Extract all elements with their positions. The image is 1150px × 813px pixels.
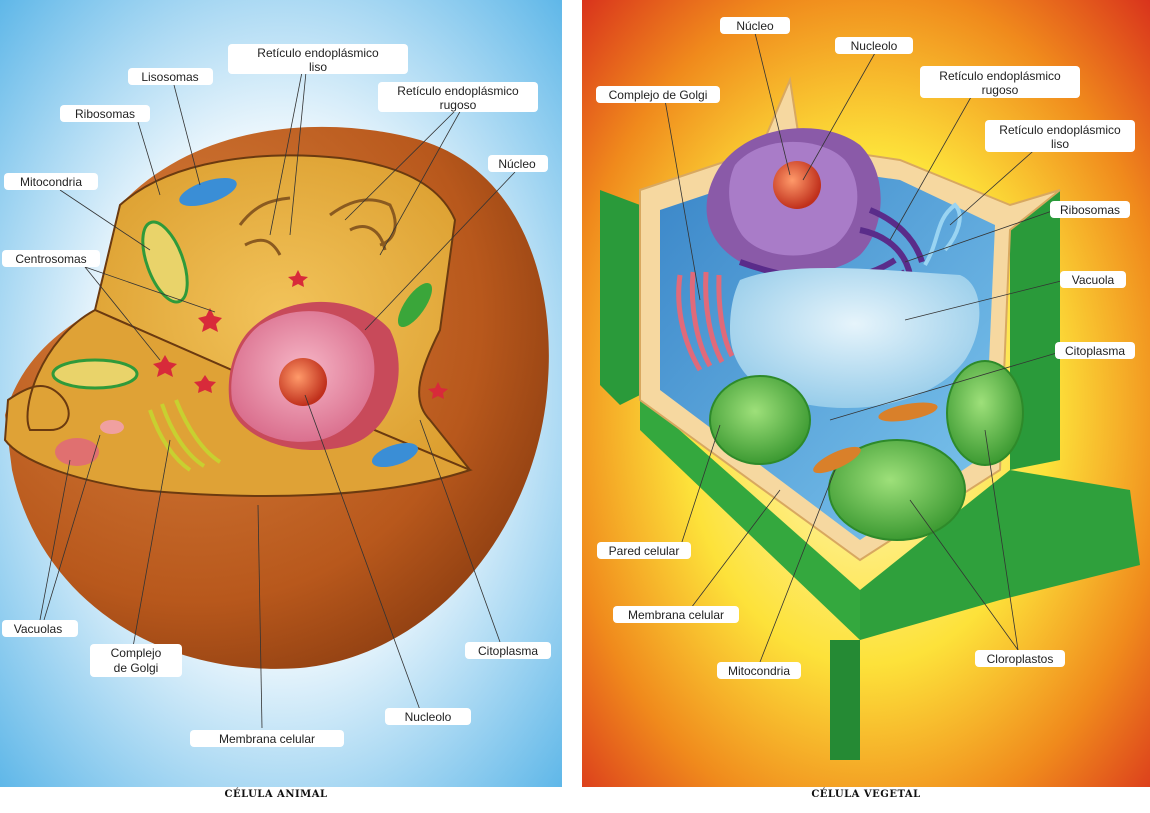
label-animal-cytoplasm: Citoplasma: [478, 644, 538, 658]
golgi-apparatus: [148, 399, 222, 472]
label-plant-smooth-er-line2: liso: [1051, 137, 1069, 151]
label-animal-ribosomes: Ribosomas: [75, 107, 135, 121]
label-animal-vacuoles: Vacuolas: [14, 622, 62, 636]
chloroplast-2: [828, 439, 966, 541]
smooth-er: [238, 196, 291, 256]
cell-wall-bottom-right: [860, 470, 1140, 640]
plant-panel-caption: CÉLULA VEGETAL: [811, 788, 920, 800]
label-plant-cell-membrane: Membrana celular: [628, 608, 724, 622]
label-plant-ribosomes: Ribosomas: [1060, 203, 1120, 217]
label-animal-smooth-er-line1: Retículo endoplásmico: [257, 46, 379, 60]
chloroplast-1: [709, 375, 811, 465]
lysosome-1: [179, 178, 237, 206]
label-animal-rough-er-line2: rugoso: [440, 98, 477, 112]
nucleolus: [773, 161, 821, 209]
rough-er: [329, 198, 397, 251]
lysosome-2: [371, 442, 419, 468]
plant-label-backgrounds: [596, 17, 1135, 679]
mitochondrion-1: [878, 402, 938, 422]
plant-cell-illustration: [600, 76, 1140, 760]
mitochondrion-2: [51, 358, 139, 390]
label-animal-nucleus: Núcleo: [498, 157, 536, 171]
plant-leader-lines: [664, 32, 1066, 663]
animal-panel: Retículo endoplásmico liso Lisosomas Ret…: [0, 0, 562, 800]
animal-leader-lines: [39, 71, 516, 729]
golgi-apparatus: [676, 271, 735, 372]
label-animal-mitochondria: Mitocondria: [20, 175, 82, 189]
label-animal-rough-er-line1: Retículo endoplásmico: [397, 84, 519, 98]
animal-panel-caption: CÉLULA ANIMAL: [225, 788, 328, 800]
label-plant-rough-er-line2: rugoso: [982, 83, 1019, 97]
mitochondrion-2: [813, 446, 861, 474]
cell-wall-left: [600, 190, 640, 405]
cell-wall-front: [640, 395, 860, 640]
label-plant-mitochondria: Mitocondria: [728, 664, 790, 678]
nucleolus: [279, 358, 327, 406]
label-plant-nucleus: Núcleo: [736, 19, 774, 33]
label-plant-cytoplasm: Citoplasma: [1065, 344, 1125, 358]
label-plant-cell-wall: Pared celular: [609, 544, 680, 558]
label-animal-nucleolus: Nucleolo: [405, 710, 452, 724]
plant-labels: Núcleo Nucleolo Complejo de Golgi Retícu…: [609, 19, 1126, 678]
centrosomes: [153, 270, 448, 399]
mitochondrion-3: [397, 282, 433, 328]
label-animal-cell-membrane: Membrana celular: [219, 732, 315, 746]
animal-labels: Retículo endoplásmico liso Lisosomas Ret…: [14, 46, 539, 746]
animal-label-backgrounds: [2, 44, 551, 747]
cell-wall-corner: [830, 640, 860, 760]
vacuole-2: [100, 420, 124, 434]
label-plant-rough-er-line1: Retículo endoplásmico: [939, 69, 1061, 83]
label-animal-golgi-line1: Complejo: [111, 646, 162, 660]
label-plant-vacuole: Vacuola: [1072, 273, 1115, 287]
smooth-er: [923, 202, 962, 267]
mitochondrion-1: [141, 220, 189, 304]
label-plant-smooth-er-line1: Retículo endoplásmico: [999, 123, 1121, 137]
label-plant-golgi: Complejo de Golgi: [609, 88, 708, 102]
vacuole-1: [55, 438, 99, 466]
label-animal-smooth-er-line2: liso: [309, 60, 327, 74]
label-animal-lysosomes: Lisosomas: [141, 70, 198, 84]
chloroplast-3: [946, 360, 1024, 466]
animal-cell-illustration: [3, 126, 549, 669]
label-plant-chloroplasts: Cloroplastos: [987, 652, 1054, 666]
label-animal-golgi-line2: de Golgi: [114, 661, 159, 675]
label-animal-centrosomes: Centrosomas: [15, 252, 86, 266]
vacuole: [730, 268, 980, 408]
plant-panel: Núcleo Nucleolo Complejo de Golgi Retícu…: [582, 0, 1150, 800]
label-plant-nucleolus: Nucleolo: [851, 39, 898, 53]
